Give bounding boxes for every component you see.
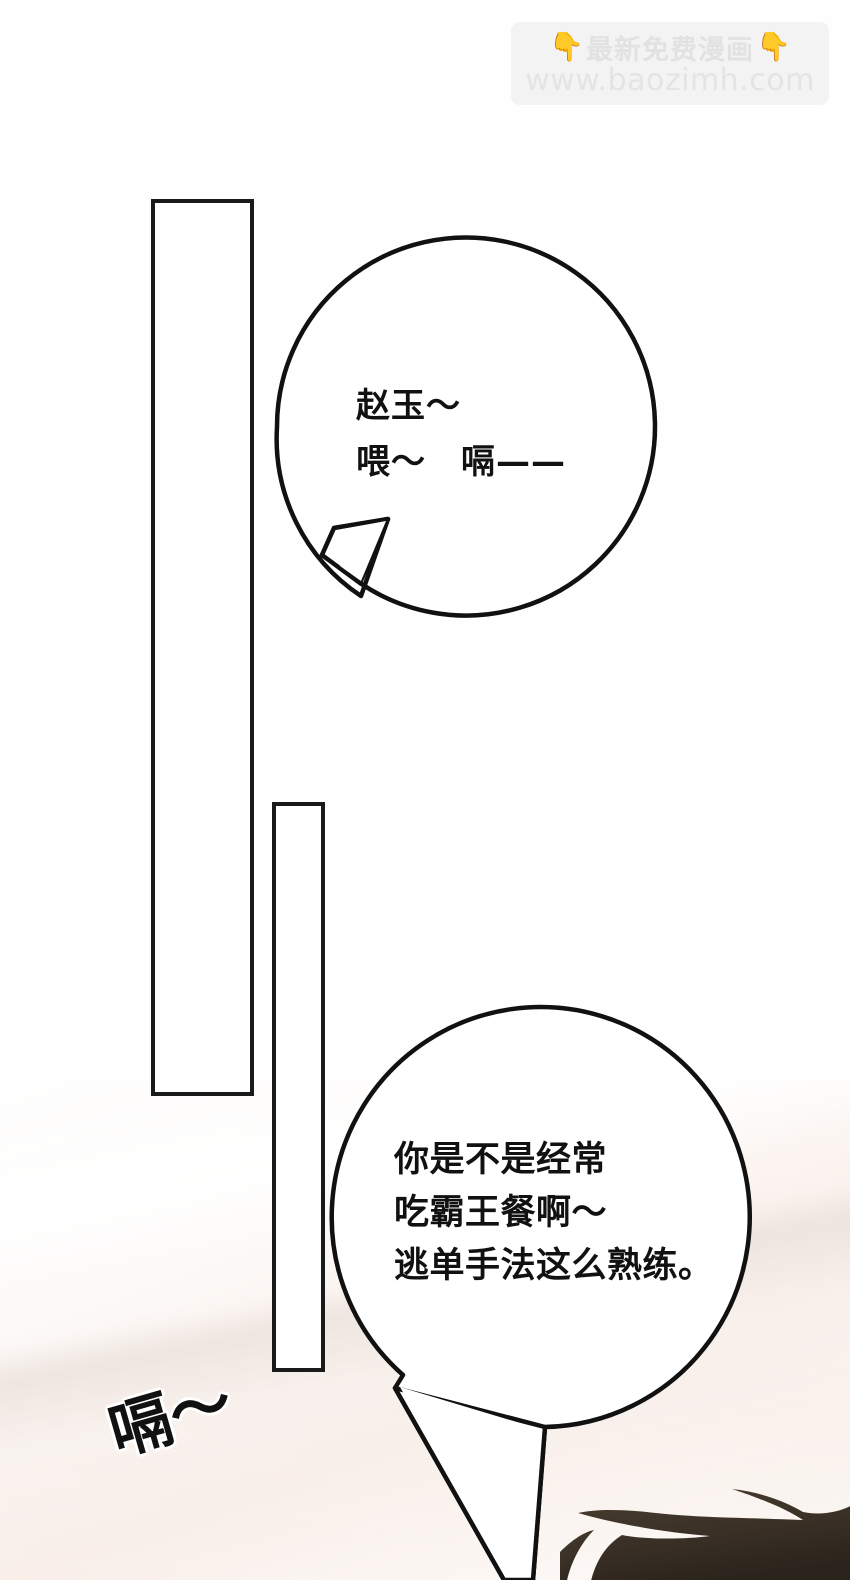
speech-bubble-top-text: 赵玉～ 喂～ 嗝—— [356,386,566,482]
pointing-down-hand-icon-right: 👇 [756,31,791,62]
pointing-down-hand-icon-left: 👇 [549,31,584,62]
panel-rect-tall-left [151,199,254,1096]
watermark-top-line: 👇 最新免费漫画 👇 [549,29,791,66]
hair-silhouette [560,1489,850,1580]
baozimh-watermark: 👇 最新免费漫画 👇 www.baozimh.com [511,22,829,105]
speech-bubble-top [274,235,658,618]
panel-rect-narrow [272,802,325,1372]
speech-bubble-bottom-text: 你是不是经常 吃霸王餐啊～ 逃单手法这么熟练。 [394,1140,714,1286]
speech-bubble-bottom [329,1004,752,1580]
watermark-chinese-text: 最新免费漫画 [586,34,754,66]
watermark-url-text: www.baozimh.com [525,63,815,98]
